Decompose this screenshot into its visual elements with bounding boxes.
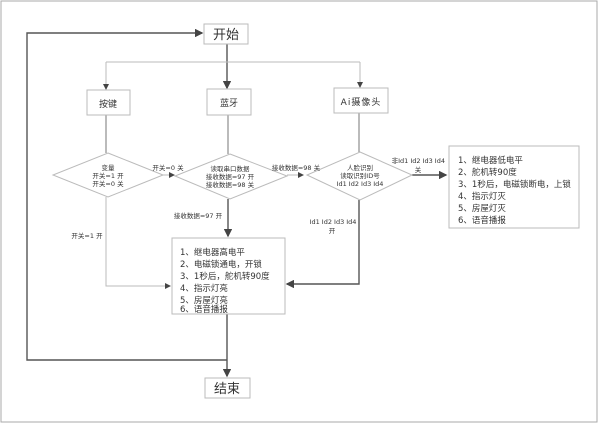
camera-label: Ai摄像头 bbox=[341, 96, 382, 108]
d3-line: 读取识别ID号 bbox=[340, 171, 380, 180]
open-actions-box: 1、继电器高电平 2、电磁锁通电，开锁 3、1秒后，舵机转90度 4、指示灯亮 … bbox=[171, 237, 286, 315]
d1-line: 开关=0 关 bbox=[92, 179, 124, 188]
button-node: 按键 bbox=[86, 89, 131, 116]
edge-label: 关 bbox=[415, 165, 422, 174]
decision-bluetooth: 读取串口数据 接收数据=97 开 接收数据=98 关 bbox=[173, 153, 289, 200]
action-item: 4、指示灯灭 bbox=[458, 191, 506, 202]
d3-line: 人脸识别 bbox=[347, 163, 373, 172]
action-item: 2、舵机转90度 bbox=[458, 167, 517, 178]
action-item: 6、语音播报 bbox=[458, 215, 506, 226]
action-item: 3、1秒后，舵机转90度 bbox=[180, 271, 270, 282]
edge-label: Id1 Id2 Id3 Id4 bbox=[310, 218, 357, 226]
decision-button: 变量 开关=1 开 开关=0 关 bbox=[51, 152, 165, 198]
action-item: 4、指示灯亮 bbox=[180, 283, 228, 294]
edge-label: 接收数据=98 关 bbox=[272, 163, 321, 172]
action-item: 3、1秒后，电磁锁断电，上锁 bbox=[458, 179, 571, 190]
action-item: 6、语音播报 bbox=[180, 304, 228, 315]
action-item: 1、继电器低电平 bbox=[458, 155, 523, 166]
d2-line: 接收数据=97 开 bbox=[206, 172, 255, 181]
d3-line: Id1 Id2 Id3 Id4 bbox=[337, 180, 384, 188]
edge-label: 非Id1 Id2 Id3 Id4 bbox=[392, 156, 445, 165]
d2-line: 接收数据=98 关 bbox=[206, 180, 255, 189]
action-item: 5、房屋灯亮 bbox=[180, 295, 228, 306]
end-label: 结束 bbox=[214, 382, 240, 397]
d1-line: 变量 bbox=[102, 163, 116, 172]
start-node: 开始 bbox=[203, 23, 249, 45]
action-item: 2、电磁锁通电，开锁 bbox=[180, 259, 262, 270]
edge-label: 开关=1 开 bbox=[71, 231, 103, 240]
d1-line: 开关=1 开 bbox=[92, 171, 124, 180]
connectors bbox=[26, 28, 448, 378]
end-node: 结束 bbox=[204, 377, 251, 399]
d2-line: 读取串口数据 bbox=[211, 164, 251, 173]
edge-label: 接收数据=97 开 bbox=[174, 211, 223, 220]
close-actions-box: 1、继电器低电平 2、舵机转90度 3、1秒后，电磁锁断电，上锁 4、指示灯灭 … bbox=[448, 145, 580, 229]
bluetooth-label: 蓝牙 bbox=[220, 97, 238, 109]
edge-label: 开 bbox=[329, 227, 336, 235]
camera-node: Ai摄像头 bbox=[333, 87, 389, 114]
start-label: 开始 bbox=[213, 28, 239, 43]
action-item: 1、继电器高电平 bbox=[180, 247, 245, 258]
decision-face: 人脸识别 读取识别ID号 Id1 Id2 Id3 Id4 bbox=[305, 151, 414, 201]
action-item: 5、房屋灯灭 bbox=[458, 203, 506, 214]
button-label: 按键 bbox=[99, 98, 117, 110]
bluetooth-node: 蓝牙 bbox=[206, 88, 252, 116]
edge-label: 开关=0 关 bbox=[152, 163, 184, 172]
